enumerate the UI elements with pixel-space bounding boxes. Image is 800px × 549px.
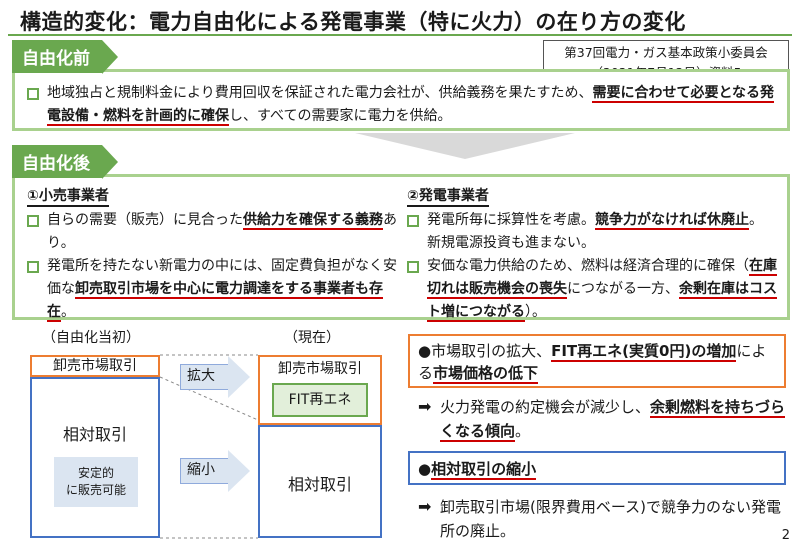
generation-bullet-2: 安価な電力供給のため、燃料は経済合理的に確保（在庫切れは販売機会の喪失につながる… <box>407 255 783 324</box>
before-bullet: 地域独占と規制料金により費用回収を保証された電力会社が、供給義務を果たすため、需… <box>15 72 787 128</box>
bullet-dot-icon: ● <box>418 460 432 478</box>
square-bullet-icon <box>27 261 39 273</box>
page-number: 2 <box>781 528 790 543</box>
before-highlight: 需要に合わせて必要となる発電設備・燃料を計画的に確保 <box>47 85 775 126</box>
stable-sales-note: 安定的 に販売可能 <box>54 457 138 507</box>
wholesale-market-right-label: 卸売市場取引 <box>278 361 362 377</box>
relative-trade-left: 相対取引 安定的 に販売可能 <box>30 377 160 538</box>
market-expansion-box: ●市場取引の拡大、FIT再エネ(実質0円)の増加による市場価格の低下 <box>408 334 786 388</box>
down-chevron-icon <box>355 133 575 159</box>
generation-heading: ②発電事業者 <box>407 187 489 207</box>
plant-closure-row: ➡ 卸売取引市場(限界費用ベース)で競争力のない発電所の廃止。 <box>418 495 783 543</box>
retail-column: ①小売事業者 自らの需要（販売）に見合った供給力を確保する義務あり。 発電所を持… <box>27 185 397 324</box>
page-title: 構造的変化：電力自由化による発電事業（特に火力）の在り方の変化 <box>20 10 686 34</box>
shrink-arrow: 縮小 <box>180 450 250 492</box>
current-period-label: （現在） <box>284 330 340 346</box>
generation-column: ②発電事業者 発電所毎に採算性を考慮。競争力がなければ休廃止。新規電源投資も進ま… <box>407 185 783 324</box>
shrink-label: 縮小 <box>187 462 215 478</box>
relative-trade-shrink-box: ●相対取引の縮小 <box>408 451 786 485</box>
retail-heading: ①小売事業者 <box>27 187 109 207</box>
before-bullet-text: 地域独占と規制料金により費用回収を保証された電力会社が、供給義務を果たすため、需… <box>47 85 775 126</box>
expand-label: 拡大 <box>187 368 215 384</box>
generation-bullet-1: 発電所毎に採算性を考慮。競争力がなければ休廃止。新規電源投資も進まない。 <box>407 209 783 255</box>
wholesale-market-right: 卸売市場取引 FIT再エネ <box>258 355 382 425</box>
square-bullet-icon <box>407 215 419 227</box>
before-liberalization-box: 地域独占と規制料金により費用回収を保証された電力会社が、供給義務を果たすため、需… <box>12 69 790 131</box>
relative-trade-right-label: 相対取引 <box>287 475 352 494</box>
right-arrow-icon: ➡ <box>418 497 432 516</box>
right-arrow-icon: ➡ <box>418 397 432 416</box>
initial-period-label: （自由化当初） <box>42 330 140 346</box>
wholesale-market-left: 卸売市場取引 <box>30 355 160 377</box>
reference-line-1: 第37回電力・ガス基本政策小委員会 <box>564 45 768 60</box>
fit-renewable-box: FIT再エネ <box>272 383 368 417</box>
thermal-decline-row: ➡ 火力発電の約定機会が減少し、余剰燃料を持ちづらくなる傾向。 <box>418 395 788 443</box>
square-bullet-icon <box>27 215 39 227</box>
relative-trade-right: 相対取引 <box>258 425 382 538</box>
before-liberalization-tag: 自由化前 <box>12 40 118 74</box>
square-bullet-icon <box>27 88 39 100</box>
after-liberalization-box: ①小売事業者 自らの需要（販売）に見合った供給力を確保する義務あり。 発電所を持… <box>12 174 790 322</box>
retail-bullet-2: 発電所を持たない新電力の中には、固定費負担がなく安価な卸売取引市場を中心に電力調… <box>27 255 397 324</box>
square-bullet-icon <box>407 261 419 273</box>
retail-bullet-1: 自らの需要（販売）に見合った供給力を確保する義務あり。 <box>27 209 397 255</box>
expand-arrow: 拡大 <box>180 356 250 398</box>
title-divider <box>8 34 792 36</box>
after-liberalization-tag: 自由化後 <box>12 145 118 179</box>
bullet-dot-icon: ● <box>418 342 432 360</box>
relative-trade-left-label: 相対取引 <box>62 425 127 444</box>
